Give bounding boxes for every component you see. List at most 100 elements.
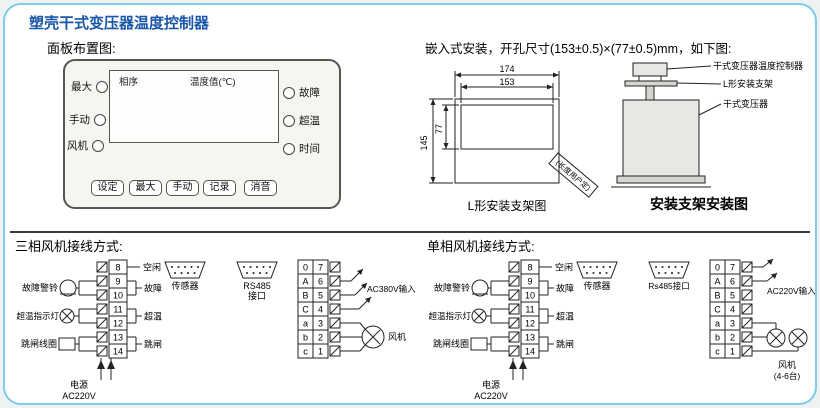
terminal-number: 6 (318, 277, 323, 287)
fault-led-icon (283, 86, 295, 99)
indicator-max: 最大 (71, 79, 108, 94)
indicator-time: 时间 (283, 141, 320, 156)
terminal-number: 12 (525, 319, 535, 329)
device-label-coil: 跳闸线圈 (21, 338, 57, 349)
indicator-manual: 手动 (69, 112, 106, 127)
sensor-connector (576, 261, 618, 279)
power-voltage-label: AC220V (474, 391, 508, 401)
terminal-number: 8 (115, 263, 120, 273)
bracket-caption: L形安装支架图 (468, 198, 547, 213)
terminal-number: 1 (730, 347, 735, 357)
terminal-letter: b (715, 333, 720, 343)
fan-motor-symbol (340, 322, 385, 352)
pair-label-fault: 故障 (556, 283, 574, 294)
ac-input-wires (340, 268, 372, 310)
terminal-letter: C (302, 305, 309, 315)
terminal-letter: 0 (303, 263, 308, 273)
terminal-number: 3 (318, 319, 323, 329)
terminal-number: 1 (318, 347, 323, 357)
panel-button-max: 最大 (129, 180, 162, 196)
trip-coil-symbol (58, 336, 97, 352)
pair-label-overtemp: 超温 (556, 311, 574, 322)
device-label-bell: 故障警铃 (22, 282, 58, 293)
panel-section-label: 面板布置图: (47, 41, 116, 56)
transformer-body (611, 99, 711, 188)
l-bracket-dimension-drawing: 174 153 145 77 (长度用户定) L形安装支架图 (419, 64, 599, 213)
mounting-installation-drawing: 干式变压器温度控制器 L形安装支架 干式变压器 安装支架安装图 (611, 60, 803, 212)
pair-label-overtemp: 超温 (144, 311, 162, 322)
terminal-number: 7 (318, 263, 323, 273)
label-controller: 干式变压器温度控制器 (713, 60, 803, 71)
indicator-fan: 风机 (67, 138, 104, 153)
terminal-number: 2 (730, 333, 735, 343)
fan-led-icon (92, 139, 104, 152)
left-terminal-stubs (96, 261, 108, 357)
terminal-number: 5 (730, 291, 735, 301)
power-wires (97, 358, 115, 380)
fan-label: 风机 (388, 331, 406, 342)
contact-pair-wires (539, 266, 554, 352)
dim-174: 174 (499, 64, 514, 74)
terminal-letter: B (302, 291, 308, 301)
terminal-number: 9 (527, 277, 532, 287)
lamp-symbol (59, 308, 97, 324)
terminal-letter: c (303, 347, 308, 357)
terminal-number: 7 (730, 263, 735, 273)
lamp-symbol (471, 308, 509, 324)
section-divider (10, 231, 810, 233)
time-led-icon (283, 142, 295, 155)
fan-count-label: (4-6台) (774, 371, 801, 381)
terminal-number: 12 (113, 319, 123, 329)
terminal-letter: c (715, 347, 720, 357)
terminal-letter: 0 (715, 263, 720, 273)
power-label: 电源 (70, 379, 88, 390)
single-phase-heading: 单相风机接线方式: (427, 239, 535, 254)
power-label: 电源 (482, 379, 500, 390)
install-caption: 安装支架安装图 (650, 196, 748, 212)
idle-label: 空闲 (143, 262, 161, 273)
terminal-letter: a (303, 319, 308, 329)
terminal-number: 9 (115, 277, 120, 287)
indicator-overtemp: 超温 (283, 113, 320, 128)
fan-symbols (752, 322, 808, 352)
dim-145: 145 (419, 135, 429, 150)
label-transformer: 干式变压器 (723, 98, 768, 109)
indicator-overtemp-label: 超温 (299, 115, 320, 127)
terminal-letter: A (302, 277, 308, 287)
terminal-number: 14 (113, 347, 123, 357)
three-phase-heading: 三相风机接线方式: (15, 239, 123, 254)
sensor-connector (164, 261, 206, 279)
terminal-number: 11 (113, 305, 122, 315)
user-length-strip: (长度用户定) (548, 152, 599, 198)
device-label-coil: 跳闸线圈 (433, 338, 469, 349)
manual-led-icon (94, 113, 106, 126)
rs485-label: RS485 (243, 281, 271, 291)
terminal-letter: a (715, 319, 720, 329)
ac-input-wires (752, 258, 778, 282)
contact-pair-wires (127, 266, 142, 352)
rs485-connector (236, 261, 278, 279)
terminal-letter: A (714, 277, 720, 287)
terminal-number: 14 (525, 347, 535, 357)
fan-label: 风机 (778, 359, 796, 370)
pair-label-fault: 故障 (144, 283, 162, 294)
left-terminal-stubs (508, 261, 520, 357)
max-led-icon (96, 80, 108, 93)
terminal-number: 13 (525, 333, 535, 343)
terminal-number: 10 (525, 291, 535, 301)
dim-153: 153 (499, 77, 514, 87)
strip-note: (长度用户定) (554, 158, 593, 193)
display-phase-label: 相序 (119, 77, 139, 88)
right-terminal-stubs (329, 261, 341, 357)
indicator-time-label: 时间 (299, 143, 320, 155)
right-terminal-block (297, 259, 329, 359)
dim-77: 77 (434, 124, 444, 134)
terminal-number: 3 (730, 319, 735, 329)
dimension-lines (429, 71, 560, 184)
pair-label-trip: 跳闸 (556, 339, 574, 350)
sensor-label: 传感器 (583, 280, 610, 291)
right-terminal-block (709, 259, 741, 359)
rs485-label-2: 接口 (248, 290, 266, 301)
cutout-outline (454, 98, 560, 184)
